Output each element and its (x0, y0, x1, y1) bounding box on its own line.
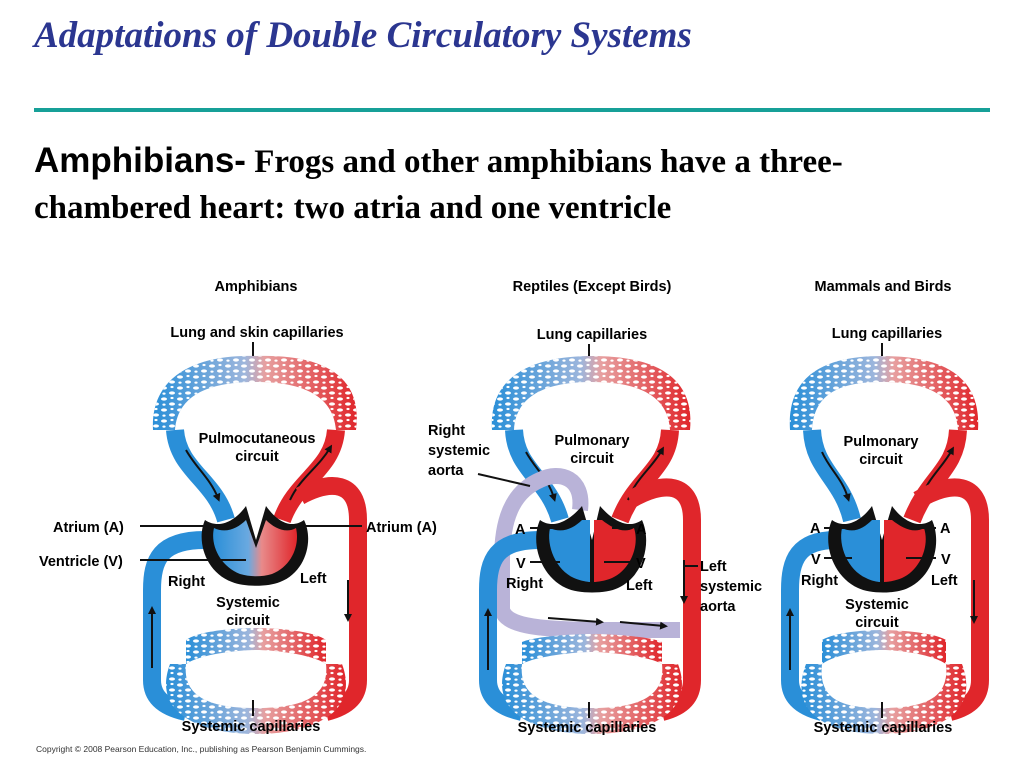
title-divider (34, 108, 990, 112)
amphibians-systemic-circuit-label: circuit (226, 613, 270, 629)
reptiles-systemic-capillaries-label: Systemic capillaries (518, 720, 657, 736)
amphibians-pulmocutaneous-label: Pulmocutaneous (199, 431, 316, 447)
panel-reptiles: Reptiles (Except Birds) Lung capillaries… (428, 279, 762, 736)
reptiles-pulmonary-label: Pulmonary (555, 433, 630, 449)
reptiles-systemic-capillary-bed (502, 634, 682, 734)
reptiles-left-label: Left (626, 578, 653, 594)
slide-title: Adaptations of Double Circulatory System… (34, 15, 692, 56)
amphibians-atrium-right-label: Atrium (A) (366, 520, 437, 536)
reptiles-header: Reptiles (Except Birds) (513, 279, 672, 295)
panel-amphibians: Amphibians Lung and skin capillaries Pul… (39, 279, 437, 735)
amphibians-ventricle-label: Ventricle (V) (39, 554, 123, 570)
copyright-notice: Copyright © 2008 Pearson Education, Inc.… (36, 744, 367, 754)
subtitle-lead: Amphibians- (34, 141, 246, 180)
reptiles-lung-capillaries-label: Lung capillaries (537, 327, 647, 343)
reptiles-left-systemic-aorta-label-1: Left (700, 559, 727, 575)
amphibians-three-chambered-heart (201, 506, 309, 586)
amphibians-systemic-capillaries-label: Systemic capillaries (182, 719, 321, 735)
reptiles-ventricle-right-label: V (636, 556, 646, 572)
slide-subtitle: Amphibians- Frogs and other amphibians h… (34, 138, 994, 231)
amphibians-lung-skin-capillaries-label: Lung and skin capillaries (170, 325, 343, 341)
mammals-systemic-capillary-bed (801, 630, 967, 734)
amphibians-header: Amphibians (215, 279, 298, 295)
reptiles-right-label: Right (506, 576, 543, 592)
subtitle-text: Frogs and other amphibians have a three-… (34, 144, 843, 226)
mammals-left-label: Left (931, 573, 958, 589)
amphibians-systemic-label: Systemic (216, 595, 280, 611)
amphibians-left-label: Left (300, 571, 327, 587)
mammals-systemic-label: Systemic (845, 597, 909, 613)
reptiles-atrium-left-label: A (515, 522, 526, 538)
mammals-ventricle-right-label: V (941, 552, 951, 568)
amphibians-systemic-capillary-bed (166, 628, 346, 734)
mammals-pulmonary-circuit-label: circuit (859, 452, 903, 468)
reptiles-right-systemic-aorta-label-1: Right (428, 423, 465, 439)
amphibians-pulmocutaneous-circuit-label: circuit (235, 449, 279, 465)
panel-mammals-birds: Mammals and Birds Lung capillaries Pulmo… (781, 279, 989, 736)
reptiles-left-systemic-aorta-label-3: aorta (700, 599, 736, 615)
mammals-atrium-right-label: A (940, 521, 951, 537)
mammals-right-label: Right (801, 573, 838, 589)
reptiles-lung-capillary-bed (491, 356, 691, 430)
mammals-four-chambered-heart (828, 506, 937, 593)
reptiles-right-systemic-aorta-label-3: aorta (428, 463, 464, 479)
amphibians-atrium-left-label: Atrium (A) (53, 520, 124, 536)
reptiles-heart (536, 506, 647, 593)
amphibians-lung-skin-capillary-bed (152, 355, 357, 430)
mammals-lung-capillary-bed (789, 356, 979, 430)
reptiles-atrium-right-label: A (636, 522, 647, 538)
reptiles-right-systemic-aorta-label-2: systemic (428, 443, 490, 459)
mammals-header: Mammals and Birds (815, 279, 952, 295)
reptiles-pulmonary-circuit-label: circuit (570, 451, 614, 467)
mammals-ventricle-left-label: V (811, 552, 821, 568)
reptiles-left-systemic-aorta-label-2: systemic (700, 579, 762, 595)
reptiles-ventricle-left-label: V (516, 556, 526, 572)
mammals-systemic-circuit-label: circuit (855, 615, 899, 631)
amphibians-right-label: Right (168, 574, 205, 590)
mammals-atrium-left-label: A (810, 521, 821, 537)
mammals-lung-capillaries-label: Lung capillaries (832, 326, 942, 342)
mammals-pulmonary-label: Pulmonary (844, 434, 919, 450)
mammals-systemic-capillaries-label: Systemic capillaries (814, 720, 953, 736)
